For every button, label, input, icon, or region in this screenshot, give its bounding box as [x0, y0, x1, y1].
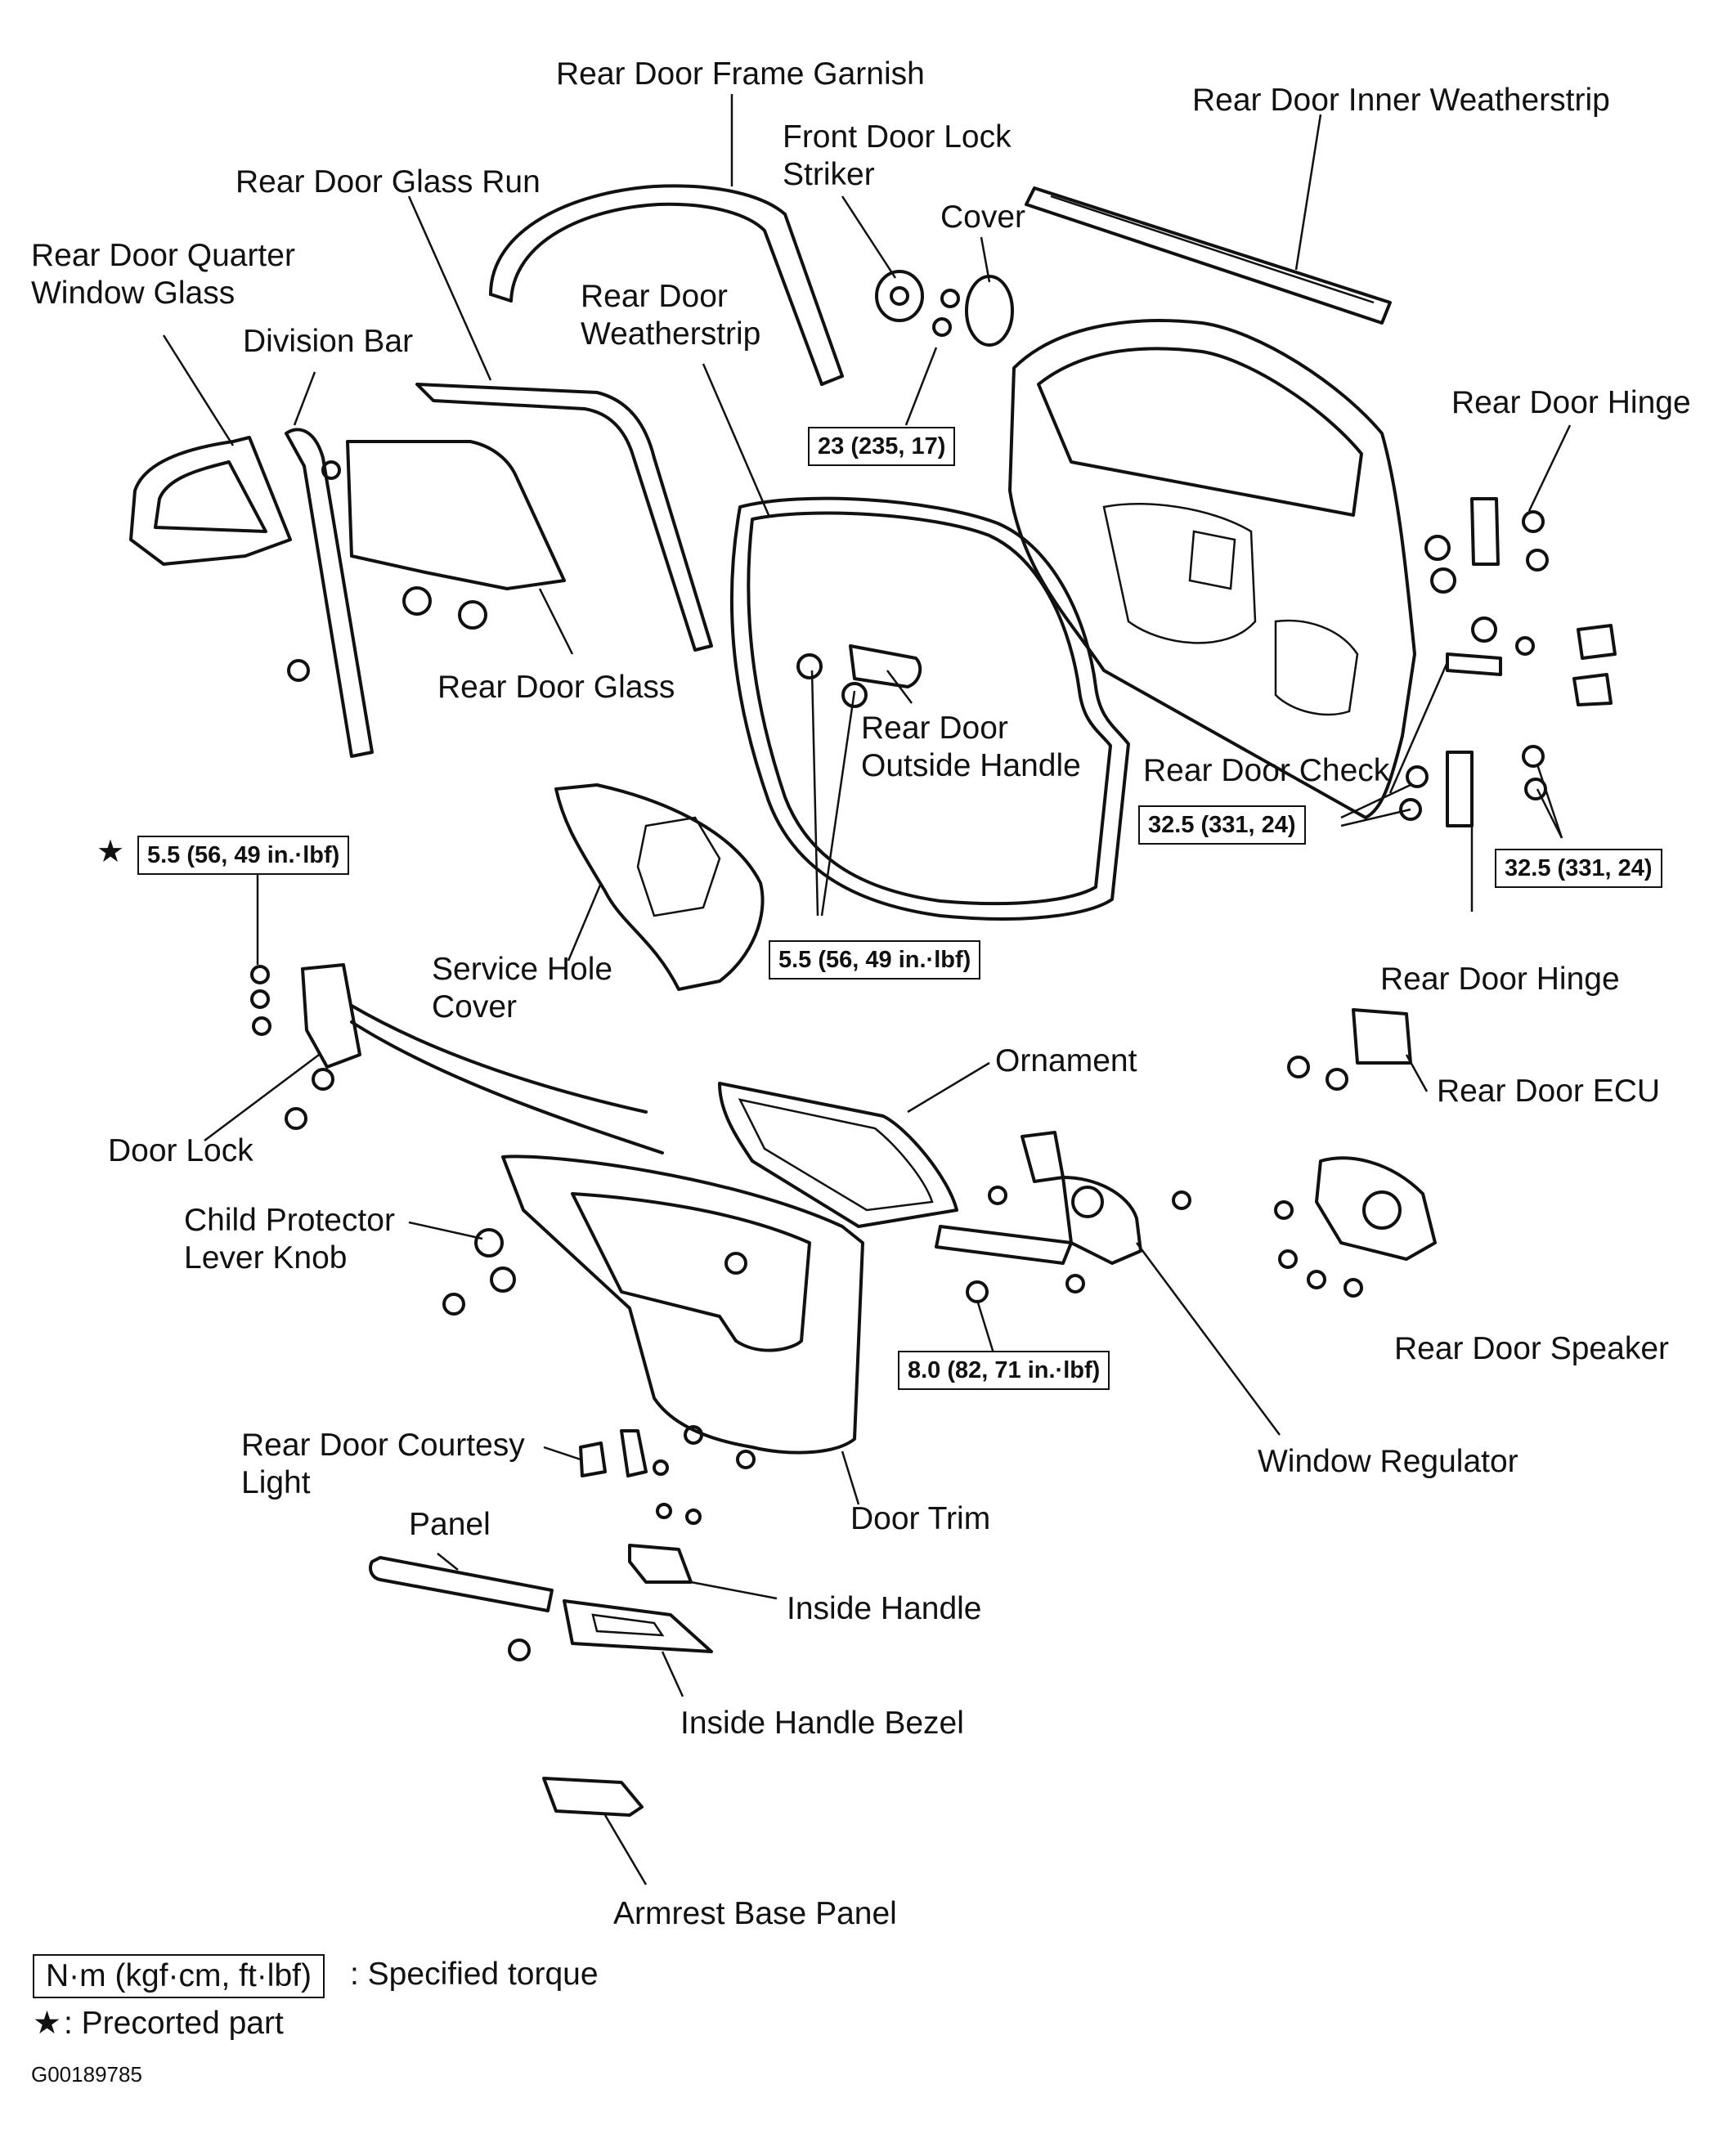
torque-box-outside-handle: 5.5 (56, 49 in.·lbf): [769, 940, 981, 980]
door-body-part: [1008, 319, 1416, 819]
label-quarter-glass: Rear Door Quarter Window Glass: [31, 238, 295, 311]
rear-glass-part: [346, 440, 566, 630]
child-protector-part: [442, 1228, 516, 1316]
label-courtesy-light: Rear Door Courtesy Light: [241, 1428, 525, 1500]
label-ornament: Ornament: [995, 1043, 1137, 1078]
ecu-part: [1287, 1008, 1412, 1091]
label-rear-door-glass: Rear Door Glass: [437, 670, 675, 705]
window-regulator-part: [935, 1131, 1191, 1303]
label-service-hole-cover: Service Hole Cover: [432, 952, 613, 1024]
label-cover: Cover: [940, 200, 1026, 235]
speaker-part: [1274, 1156, 1437, 1298]
striker-part: [875, 270, 1014, 347]
label-division-bar: Division Bar: [243, 324, 414, 359]
torque-box-striker: 23 (235, 17): [808, 427, 956, 466]
door-trim-part: [501, 1154, 864, 1455]
label-door-speaker: Rear Door Speaker: [1394, 1331, 1669, 1366]
hinge-part: [1399, 497, 1617, 827]
torque-box-check: 32.5 (331, 24): [1138, 805, 1306, 845]
label-inner-weatherstrip: Rear Door Inner Weatherstrip: [1192, 83, 1610, 118]
label-door-hinge-bottom: Rear Door Hinge: [1380, 962, 1620, 997]
label-armrest-base-panel: Armrest Base Panel: [613, 1896, 897, 1931]
precoated-star-icon: ★: [96, 835, 125, 869]
legend-precoated-star-icon: ★: [33, 2006, 61, 2041]
label-window-regulator: Window Regulator: [1258, 1444, 1518, 1479]
quarter-glass-part: [129, 436, 292, 566]
label-outside-handle: Rear Door Outside Handle: [861, 711, 1081, 783]
service-hole-cover-part: [554, 783, 765, 991]
door-lock-part: [250, 963, 664, 1154]
label-inside-handle: Inside Handle: [787, 1591, 982, 1626]
torque-box-hinge: 32.5 (331, 24): [1495, 849, 1662, 888]
leader-lines: [162, 94, 1572, 1885]
label-door-lock: Door Lock: [108, 1133, 253, 1168]
weatherstrip-part: [729, 496, 1130, 921]
glass-run-part: [415, 383, 713, 652]
inner-weatherstrip-part: [1025, 186, 1392, 325]
panel-part: [369, 1556, 554, 1612]
outside-handle-part: [796, 644, 922, 708]
ornament-part: [718, 1082, 958, 1228]
label-panel: Panel: [409, 1507, 491, 1542]
label-weatherstrip: Rear Door Weatherstrip: [581, 279, 761, 352]
label-frame-garnish: Rear Door Frame Garnish: [556, 56, 925, 92]
label-door-ecu: Rear Door ECU: [1437, 1074, 1661, 1109]
armrest-base-part: [542, 1777, 644, 1817]
legend-torque-unit: N·m (kgf·cm, ft·lbf): [33, 1954, 325, 1998]
inside-handle-bezel-part: [508, 1599, 713, 1661]
courtesy-light-part: [579, 1425, 756, 1477]
torque-box-regulator: 8.0 (82, 71 in.·lbf): [898, 1351, 1110, 1390]
legend-precoated-desc: : Precorted part: [64, 2006, 284, 2041]
label-door-check: Rear Door Check: [1143, 753, 1390, 788]
label-door-trim: Door Trim: [850, 1501, 991, 1536]
label-inside-handle-bezel: Inside Handle Bezel: [680, 1706, 964, 1741]
frame-garnish-part: [489, 184, 844, 386]
legend-torque-desc: : Specified torque: [350, 1957, 599, 1992]
label-child-protector: Child Protector Lever Knob: [184, 1203, 395, 1275]
figure-id: G00189785: [31, 2062, 142, 2087]
inside-handle-part: [628, 1503, 702, 1584]
label-glass-run: Rear Door Glass Run: [236, 164, 541, 200]
torque-box-door-lock: 5.5 (56, 49 in.·lbf): [137, 836, 350, 875]
label-lock-striker: Front Door Lock Striker: [783, 119, 1012, 192]
division-bar-part: [285, 428, 374, 758]
label-door-hinge-top: Rear Door Hinge: [1451, 385, 1691, 420]
